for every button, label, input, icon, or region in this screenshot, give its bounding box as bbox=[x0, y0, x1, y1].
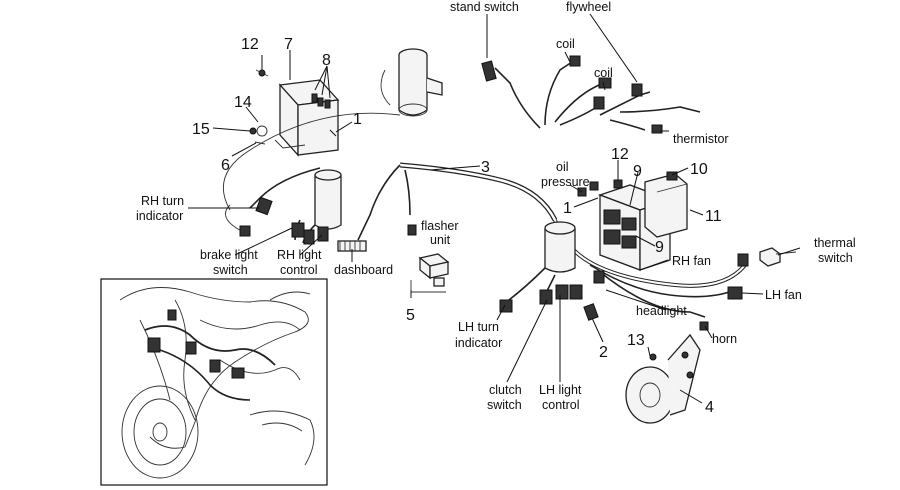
label-rh-turn-line2: indicator bbox=[136, 209, 183, 223]
label-flasher-line1: flasher bbox=[421, 219, 459, 233]
part-number-12-right: 12 bbox=[611, 146, 629, 163]
motorcycle-inset bbox=[100, 278, 328, 486]
part-number-4: 4 bbox=[705, 399, 714, 416]
fan-connectors bbox=[699, 247, 797, 331]
label-brake-line2: switch bbox=[213, 263, 248, 277]
flasher-unit bbox=[410, 253, 450, 293]
regulator-unit bbox=[249, 69, 340, 157]
part-numbers: 12 7 8 14 15 6 1 3 12 9 10 11 1 9 5 2 13… bbox=[192, 36, 722, 416]
label-flasher-line2: unit bbox=[430, 233, 451, 247]
label-rh-light-line2: control bbox=[280, 263, 318, 277]
label-thermal-line1: thermal bbox=[814, 236, 856, 250]
label-rh-turn-line1: RH turn bbox=[141, 194, 184, 208]
label-rh-light-line1: RH light bbox=[277, 248, 322, 262]
label-stand-switch: stand switch bbox=[450, 0, 519, 14]
part-number-10: 10 bbox=[690, 161, 708, 178]
lh-switch-connector bbox=[499, 221, 605, 321]
part-number-11: 11 bbox=[705, 208, 722, 225]
label-coil-b: coil bbox=[594, 66, 613, 80]
label-clutch-line1: clutch bbox=[489, 383, 522, 397]
label-brake-line1: brake light bbox=[200, 248, 258, 262]
part-number-13: 13 bbox=[627, 332, 645, 349]
part-number-9-bottom: 9 bbox=[655, 239, 664, 256]
label-oil-pressure-line1: oil bbox=[556, 160, 569, 174]
label-lh-turn-line2: indicator bbox=[455, 336, 502, 350]
label-headlight: headlight bbox=[636, 304, 687, 318]
label-horn: horn bbox=[712, 332, 737, 346]
part-number-1-right: 1 bbox=[563, 200, 572, 217]
label-flywheel: flywheel bbox=[566, 0, 611, 14]
part-number-12-top: 12 bbox=[241, 36, 259, 53]
rh-switch-connector bbox=[239, 169, 342, 245]
label-rh-fan: RH fan bbox=[672, 254, 711, 268]
rh-indicator-wire bbox=[222, 112, 401, 211]
label-oil-pressure-line2: pressure bbox=[541, 175, 590, 189]
ignition-switch bbox=[380, 48, 443, 117]
part-number-1-top: 1 bbox=[353, 111, 362, 128]
part-number-6: 6 bbox=[221, 157, 230, 174]
part-number-3: 3 bbox=[481, 159, 490, 176]
part-number-8: 8 bbox=[322, 52, 331, 69]
label-thermal-line2: switch bbox=[818, 251, 853, 265]
part-number-14: 14 bbox=[234, 94, 252, 111]
relay-box bbox=[598, 171, 688, 271]
label-lh-light-line2: control bbox=[542, 398, 580, 412]
label-coil-a: coil bbox=[556, 37, 575, 51]
label-lh-light-line1: LH light bbox=[539, 383, 582, 397]
label-thermistor: thermistor bbox=[673, 132, 729, 146]
dashboard-connector bbox=[337, 224, 417, 252]
leader-lines bbox=[188, 13, 801, 404]
part-number-2: 2 bbox=[599, 344, 608, 361]
part-number-9-top: 9 bbox=[633, 163, 642, 180]
part-number-15: 15 bbox=[192, 121, 210, 138]
engine-connectors bbox=[481, 55, 663, 197]
part-number-5: 5 bbox=[406, 307, 415, 324]
label-dashboard: dashboard bbox=[334, 263, 393, 277]
label-lh-turn-line1: LH turn bbox=[458, 320, 499, 334]
label-lh-fan: LH fan bbox=[765, 288, 802, 302]
part-number-7: 7 bbox=[284, 36, 293, 53]
horn bbox=[625, 333, 701, 424]
label-clutch-line2: switch bbox=[487, 398, 522, 412]
component-labels: stand switch flywheel coil coil thermist… bbox=[136, 0, 856, 412]
